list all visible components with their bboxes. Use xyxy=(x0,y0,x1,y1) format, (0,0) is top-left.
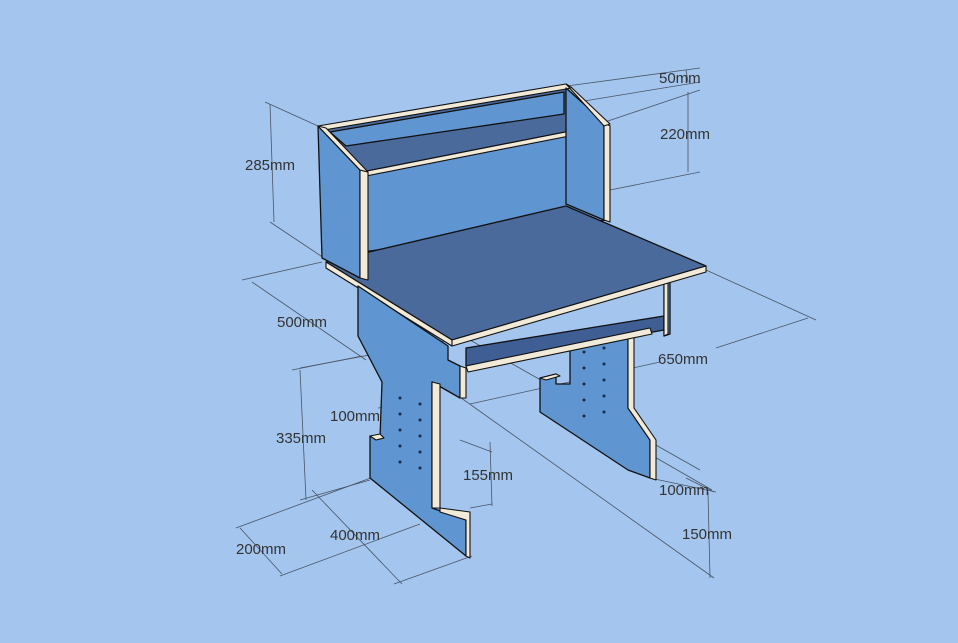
dimension-labels: 50mm 220mm 285mm 500mm 650mm 100mm 335mm… xyxy=(236,70,732,558)
hutch-right-side xyxy=(565,83,611,223)
dimension-lines xyxy=(235,67,817,585)
desktop-surface xyxy=(325,205,707,347)
dim-155mm: 155mm xyxy=(463,467,513,484)
dim-200mm: 200mm xyxy=(236,541,286,558)
right-leg-panel xyxy=(539,331,657,481)
dim-50mm: 50mm xyxy=(659,70,701,87)
dim-400mm: 400mm xyxy=(330,527,380,544)
dim-500mm: 500mm xyxy=(277,314,327,331)
dim-150mm: 150mm xyxy=(682,526,732,543)
dim-285mm: 285mm xyxy=(245,157,295,174)
dim-335mm: 335mm xyxy=(276,430,326,447)
dim-100mm-right: 100mm xyxy=(659,482,709,499)
dim-100mm-left: 100mm xyxy=(330,408,380,425)
left-leg-panel xyxy=(357,285,471,559)
hutch-left-side xyxy=(317,125,369,281)
hutch-top-shelf xyxy=(317,83,611,177)
dim-650mm: 650mm xyxy=(658,351,708,368)
dim-220mm: 220mm xyxy=(660,126,710,143)
